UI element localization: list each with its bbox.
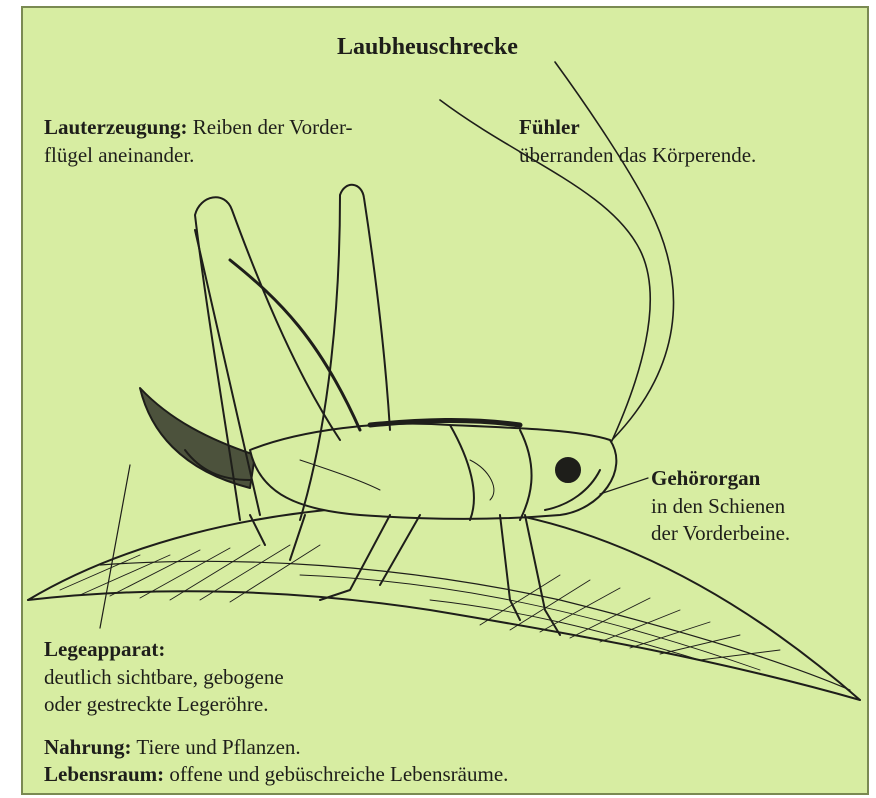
label-lauterzeugung-term: Lauterzeugung: — [44, 115, 188, 139]
front-leg-illustration — [320, 515, 560, 635]
label-fuehler-line1: überranden das Körperende. — [519, 141, 756, 169]
label-fuehler-term: Fühler — [519, 113, 580, 141]
label-lauterzeugung-line2: flügel aneinander. — [44, 141, 194, 169]
label-lebensraum: Lebensraum: offene und gebüschreiche Leb… — [44, 760, 508, 788]
label-legeapparat-line2: oder gestreckte Legeröhre. — [44, 690, 268, 718]
label-lebensraum-term: Lebensraum: — [44, 762, 164, 786]
label-lebensraum-text: offene und gebüschreiche Lebensräume. — [169, 762, 508, 786]
label-lauterzeugung: Lauterzeugung: Reiben der Vorder- — [44, 113, 353, 141]
diagram-title: Laubheuschrecke — [337, 33, 518, 61]
label-lauterzeugung-line1: Reiben der Vorder- — [193, 115, 353, 139]
label-nahrung-text: Tiere und Pflanzen. — [136, 735, 300, 759]
label-legeapparat-term: Legeapparat: — [44, 635, 165, 663]
label-nahrung: Nahrung: Tiere und Pflanzen. — [44, 733, 301, 761]
label-gehoerorgan-line2: der Vorderbeine. — [651, 519, 790, 547]
label-nahrung-term: Nahrung: — [44, 735, 132, 759]
label-gehoerorgan-term: Gehörorgan — [651, 464, 760, 492]
label-legeapparat-line1: deutlich sichtbare, gebogene — [44, 663, 284, 691]
label-gehoerorgan-line1: in den Schienen — [651, 492, 785, 520]
ovipositor-illustration — [140, 388, 255, 488]
